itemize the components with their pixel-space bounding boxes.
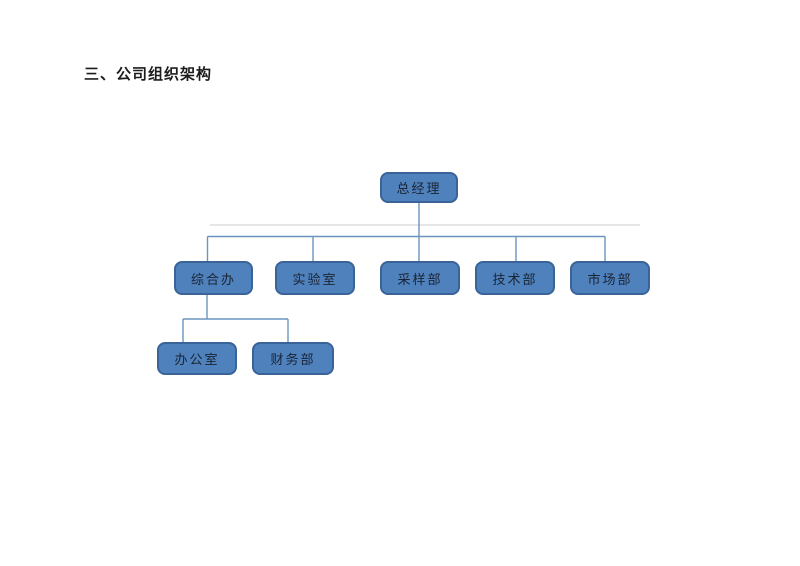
node-laboratory: 实验室 [275,261,355,295]
node-office: 办公室 [157,342,237,375]
node-general-office: 综合办 [174,261,253,295]
node-sampling-dept: 采样部 [380,261,460,295]
node-technical-dept: 技术部 [475,261,555,295]
node-marketing-dept: 市场部 [570,261,650,295]
section-title: 三、公司组织架构 [84,66,213,83]
node-finance-dept: 财务部 [252,342,334,375]
node-general-manager: 总经理 [380,172,458,203]
